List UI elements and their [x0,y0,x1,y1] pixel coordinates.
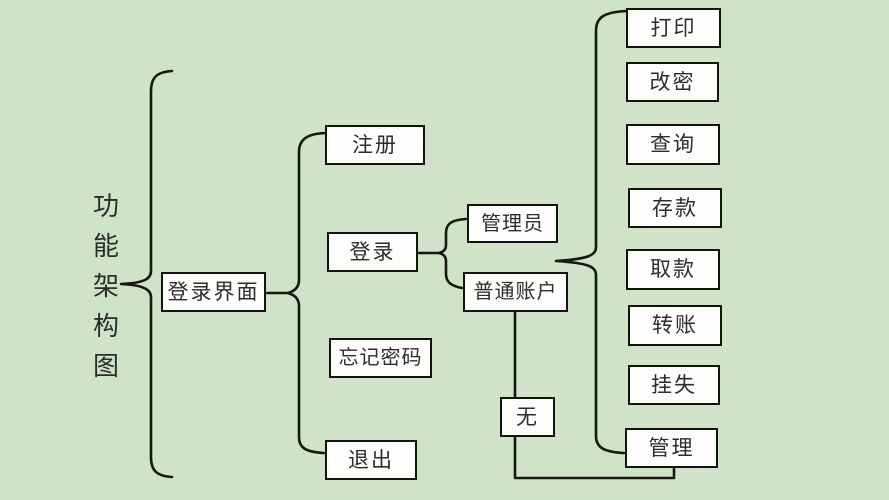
node-login-interface: 登录界面 [161,272,266,312]
node-normal-account: 普通账户 [463,272,568,312]
diagram-title-vertical: 功 能 架 构 图 [92,194,120,380]
node-print: 打印 [626,8,721,48]
middle-brace [286,131,327,455]
title-char: 架 [92,272,119,301]
node-query: 查询 [626,124,720,165]
node-change-password: 改密 [626,62,719,102]
right-brace [554,9,629,455]
none-manage-connector [513,435,676,480]
node-manage: 管理 [625,428,718,468]
account-brace [437,217,468,290]
node-forgot-password: 忘记密码 [329,338,432,378]
title-char: 图 [92,352,119,381]
title-char: 能 [92,232,119,261]
node-report-loss: 挂失 [628,365,720,405]
node-login: 登录 [327,232,418,272]
node-administrator: 管理员 [467,204,558,243]
node-register: 注册 [325,125,425,165]
node-deposit: 存款 [628,188,722,228]
node-withdraw: 取款 [626,249,720,290]
node-transfer: 转账 [628,305,722,346]
left-brace [119,69,174,479]
node-none: 无 [500,397,555,437]
title-char: 功 [92,192,119,221]
node-exit: 退出 [325,440,417,480]
title-char: 构 [92,312,119,341]
